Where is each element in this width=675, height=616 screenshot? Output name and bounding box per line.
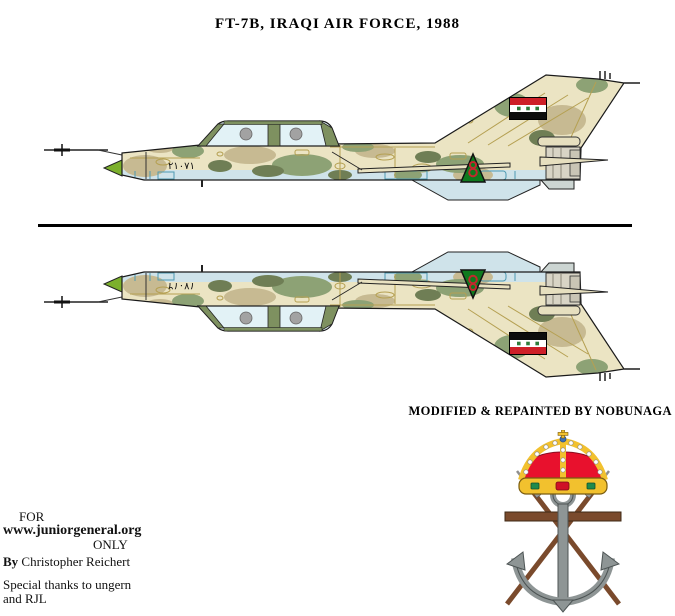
anchor-icon — [504, 482, 622, 613]
thanks-line-2: and RJL — [3, 591, 47, 606]
thanks-line-1: Special thanks to ungern — [3, 577, 132, 592]
crown-anchor-crest — [504, 430, 622, 613]
page-title: FT-7B, IRAQI AIR FORCE, 1988 — [215, 16, 460, 33]
aircraft-profile-top — [40, 58, 640, 208]
modified-credit: MODIFIED & REPAINTED BY NOBUNAGA — [408, 404, 672, 418]
fold-divider-line — [38, 224, 632, 227]
aircraft-profile-bottom — [40, 244, 640, 394]
author-name: Christopher Reichert — [21, 554, 131, 569]
attribution-block: FOR www.juniorgeneral.org ONLY By Christ… — [3, 510, 233, 606]
crown-icon — [518, 430, 608, 495]
author-line: By Christopher Reichert — [3, 555, 233, 569]
by-label: By — [3, 554, 19, 569]
site-name: www.juniorgeneral.org — [3, 523, 142, 538]
for-label: FOR — [19, 509, 45, 524]
only-label: ONLY — [93, 537, 128, 552]
